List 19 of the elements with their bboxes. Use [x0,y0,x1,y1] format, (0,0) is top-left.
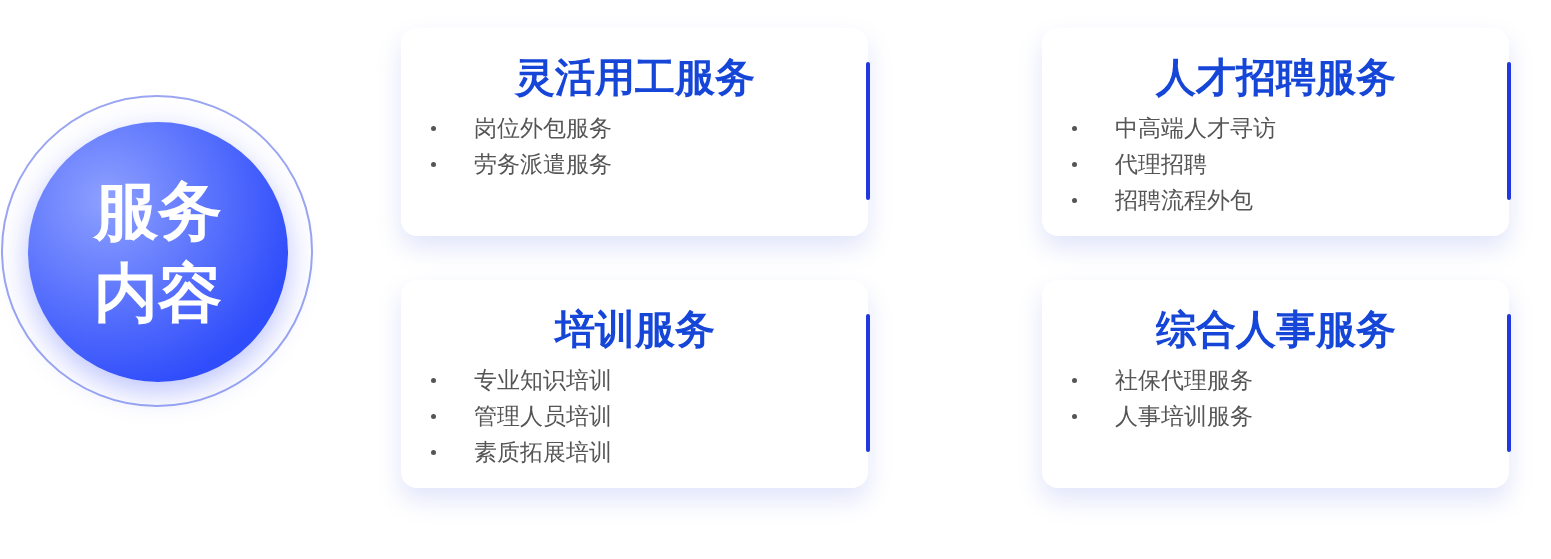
card-heading: 培训服务 [554,305,715,354]
list-item: 中高端人才寻访 [1115,113,1276,143]
list-item: 招聘流程外包 [1115,185,1253,215]
card-heading: 灵活用工服务 [514,53,755,102]
service-card [1042,280,1509,488]
service-card [401,280,868,488]
service-card [1042,28,1509,236]
list-item: 管理人员培训 [474,401,612,431]
card-heading: 综合人事服务 [1155,305,1396,354]
list-item: 专业知识培训 [474,365,612,395]
badge-title: 服务内容 [92,173,223,332]
card-heading: 人才招聘服务 [1155,53,1396,102]
service-card [401,28,868,236]
list-item: 劳务派遣服务 [474,149,612,179]
list-item: 代理招聘 [1115,149,1207,179]
list-item: 社保代理服务 [1115,365,1253,395]
list-item: 岗位外包服务 [474,113,612,143]
list-item: 素质拓展培训 [474,437,612,467]
list-item: 人事培训服务 [1115,401,1253,431]
